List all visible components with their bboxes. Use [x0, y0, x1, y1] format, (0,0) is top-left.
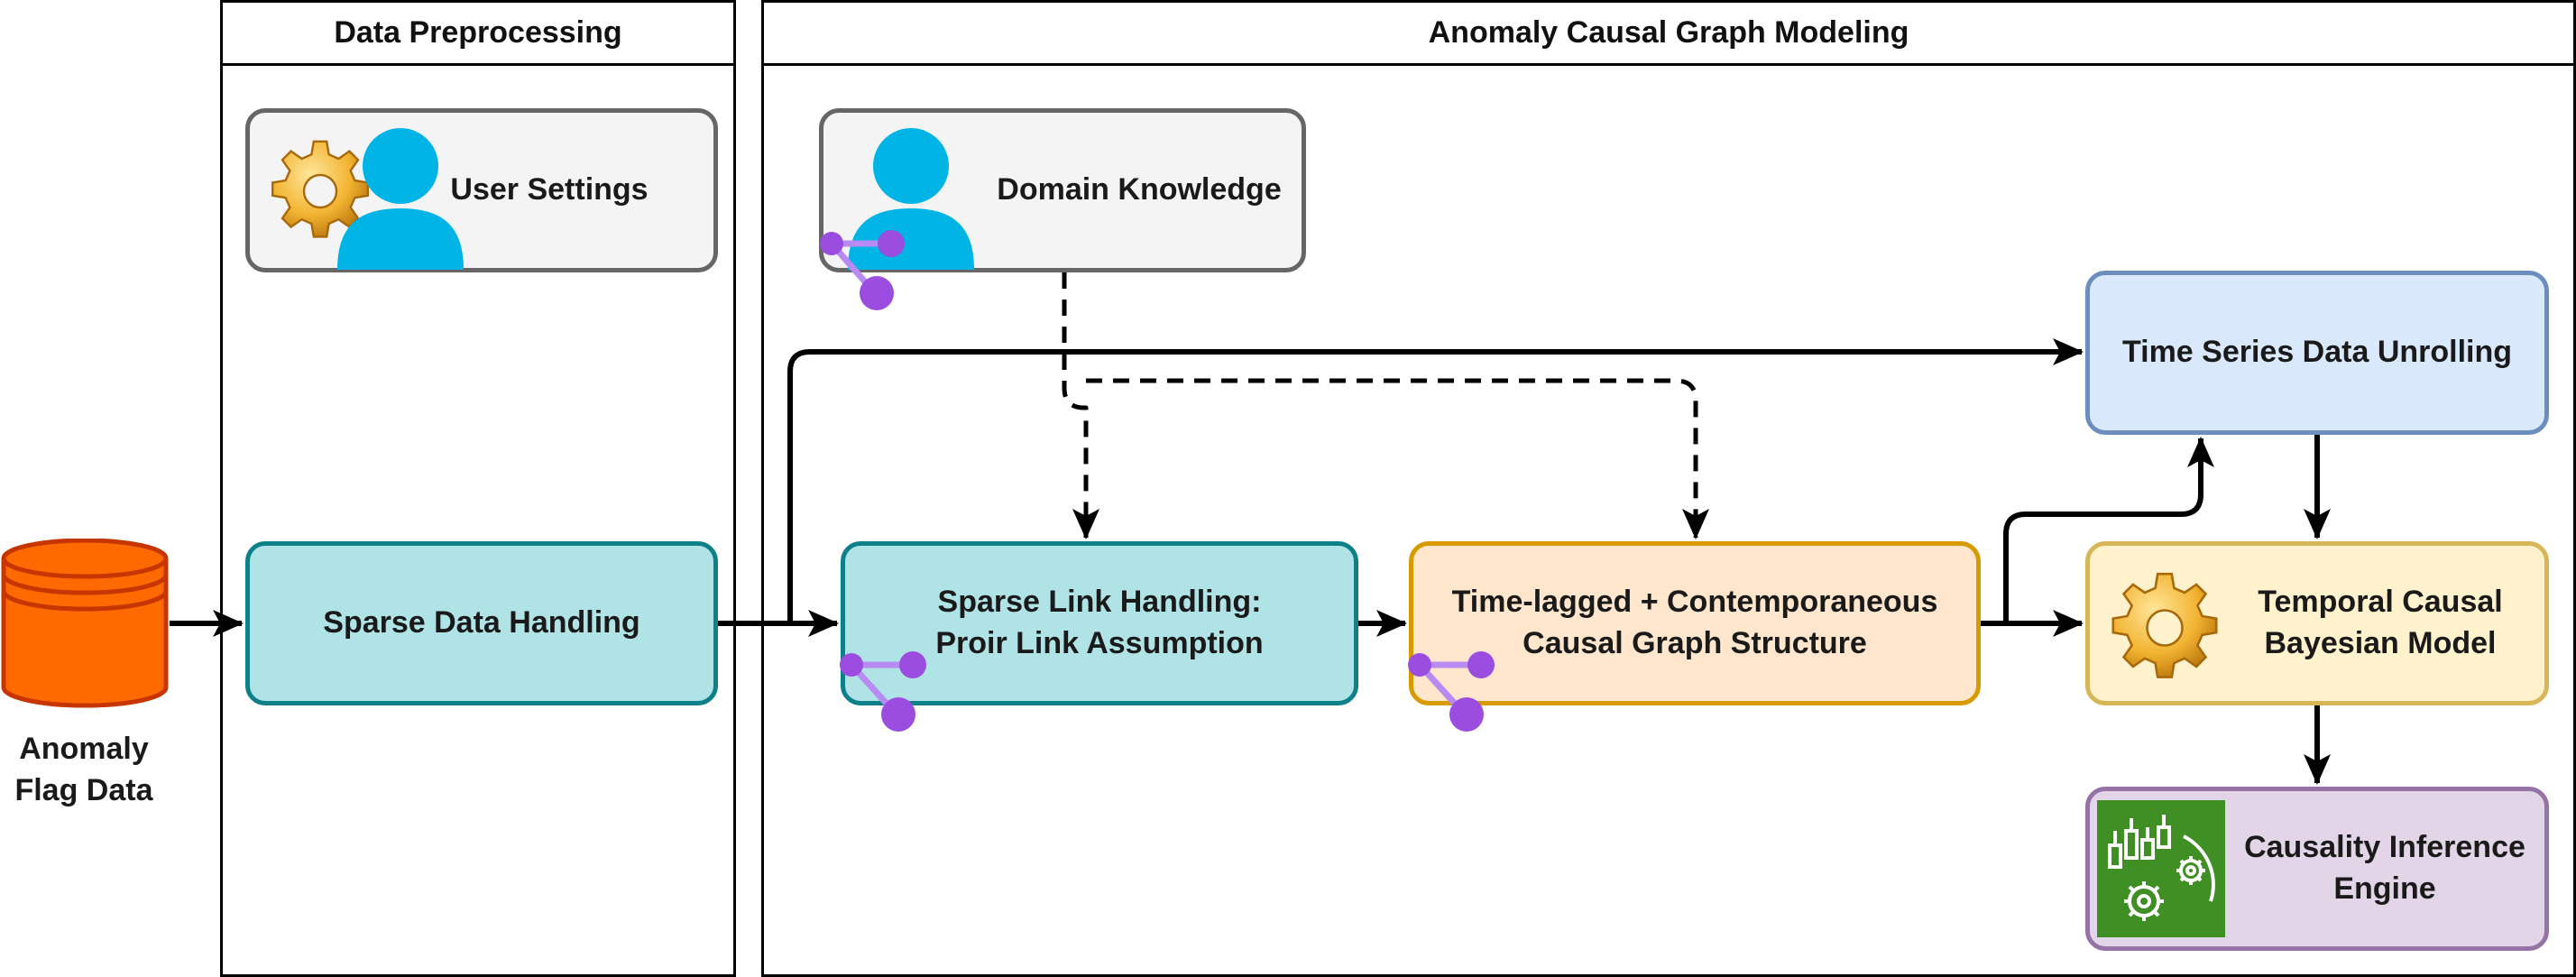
lane-title-anomaly-causal-graph-modeling: Anomaly Causal Graph Modeling	[764, 3, 2573, 66]
sparse-data-handling-label: Sparse Data Handling	[323, 605, 640, 641]
database-icon	[1, 539, 169, 708]
sparse-link-handling-label: Sparse Link Handling: Proir Link Assumpt…	[935, 585, 1264, 660]
user-icon	[848, 128, 974, 270]
causality-inference-engine-node[interactable]: Causality Inference Engine	[2085, 787, 2549, 951]
causal-graph-structure-node[interactable]: Time-lagged + Contemporaneous Causal Gra…	[1409, 541, 1981, 705]
lane-anomaly-causal-graph-modeling: Anomaly Causal Graph Modeling	[761, 0, 2576, 977]
user-settings-node[interactable]: User Settings	[245, 108, 718, 272]
anomaly-flag-data-label: Anomaly Flag Data	[14, 732, 153, 807]
time-series-unrolling-node[interactable]: Time Series Data Unrolling	[2085, 271, 2549, 435]
user-settings-label: User Settings	[450, 172, 649, 207]
domain-knowledge-node[interactable]: Domain Knowledge	[819, 108, 1306, 272]
causality-inference-engine-label: Causality Inference Engine	[2244, 830, 2525, 906]
time-series-unrolling-label: Time Series Data Unrolling	[2121, 335, 2513, 370]
temporal-causal-bayesian-model-node[interactable]: Temporal Causal Bayesian Model	[2085, 541, 2549, 705]
user-icon	[337, 128, 464, 270]
causal-graph-structure-label: Time-lagged + Contemporaneous Causal Gra…	[1451, 585, 1938, 660]
lane-data-preprocessing: Data Preprocessing	[220, 0, 736, 977]
lane-title-data-preprocessing: Data Preprocessing	[223, 3, 733, 66]
gear-icon	[2111, 572, 2218, 678]
domain-knowledge-label: Domain Knowledge	[997, 172, 1282, 207]
sparse-link-handling-node[interactable]: Sparse Link Handling: Proir Link Assumpt…	[841, 541, 1358, 705]
temporal-causal-bayesian-model-label: Temporal Causal Bayesian Model	[2258, 585, 2503, 660]
gear-icon	[271, 140, 369, 238]
sparse-data-handling-node[interactable]: Sparse Data Handling	[245, 541, 718, 705]
analytics-gears-icon	[2097, 800, 2225, 937]
